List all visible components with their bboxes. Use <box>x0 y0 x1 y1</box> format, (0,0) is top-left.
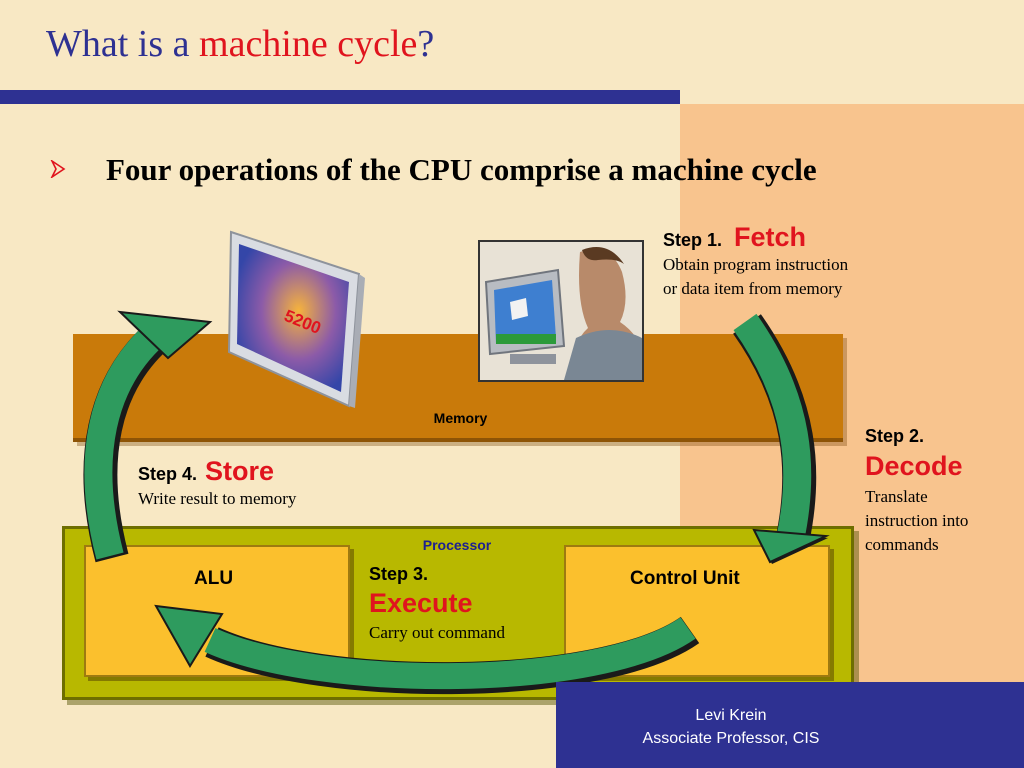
footer-credits: Levi Krein Associate Professor, CIS <box>556 704 906 750</box>
title-accent: machine cycle <box>199 23 418 65</box>
step-2-description-line-2: instruction into <box>865 511 969 530</box>
slide-subheading: Four operations of the CPU comprise a ma… <box>106 152 817 187</box>
store-arrow <box>83 310 213 563</box>
processor-label: Processor <box>422 537 492 553</box>
step-1-number: Step 1. <box>663 230 723 250</box>
fetch-to-decode-arrow <box>733 313 830 564</box>
title-prefix: What is a <box>46 23 200 65</box>
footer-panel <box>556 682 1024 768</box>
step-4-number: Step 4. <box>138 464 198 484</box>
person-at-computer-image <box>478 240 644 382</box>
step-1-name: Fetch <box>734 222 807 252</box>
arrow-bullet-icon <box>49 158 66 183</box>
footer-name: Levi Krein <box>695 707 767 724</box>
execute-arrow <box>154 604 700 695</box>
step-2-name: Decode <box>865 451 963 481</box>
step-2-decode: Step 2. Decode Translate instruction int… <box>865 426 968 557</box>
step-2-description-line-3: commands <box>865 535 939 554</box>
step-3-description-line-1: Carry out command <box>369 623 505 642</box>
monitor-icon: 5200 <box>225 228 365 408</box>
title-suffix: ? <box>417 23 435 65</box>
step-1-description-line-2: or data item from memory <box>663 279 843 298</box>
control-unit-label: Control Unit <box>630 568 740 589</box>
control-unit-chip <box>564 545 830 677</box>
footer-role: Associate Professor, CIS <box>642 730 820 747</box>
memory-bar <box>73 334 843 442</box>
slide-title: What is a machine cycle? <box>46 22 434 66</box>
step-1-description-line-1: Obtain program instruction <box>663 255 849 274</box>
step-2-description-line-1: Translate <box>865 487 928 506</box>
step-4-name: Store <box>205 456 275 486</box>
step-1-fetch: Step 1. Fetch Obtain program instruction… <box>663 222 848 301</box>
step-3-number: Step 3. <box>369 564 429 584</box>
title-underline-bar <box>0 90 680 104</box>
step-3-execute: Step 3. Execute Carry out command <box>369 564 505 645</box>
step-4-description-line-1: Write result to memory <box>138 489 297 508</box>
memory-label: Memory <box>433 410 488 426</box>
step-2-number: Step 2. <box>865 426 925 446</box>
step-4-store: Step 4. Store Write result to memory <box>138 456 296 511</box>
alu-label: ALU <box>194 568 234 589</box>
step-3-name: Execute <box>369 588 473 618</box>
